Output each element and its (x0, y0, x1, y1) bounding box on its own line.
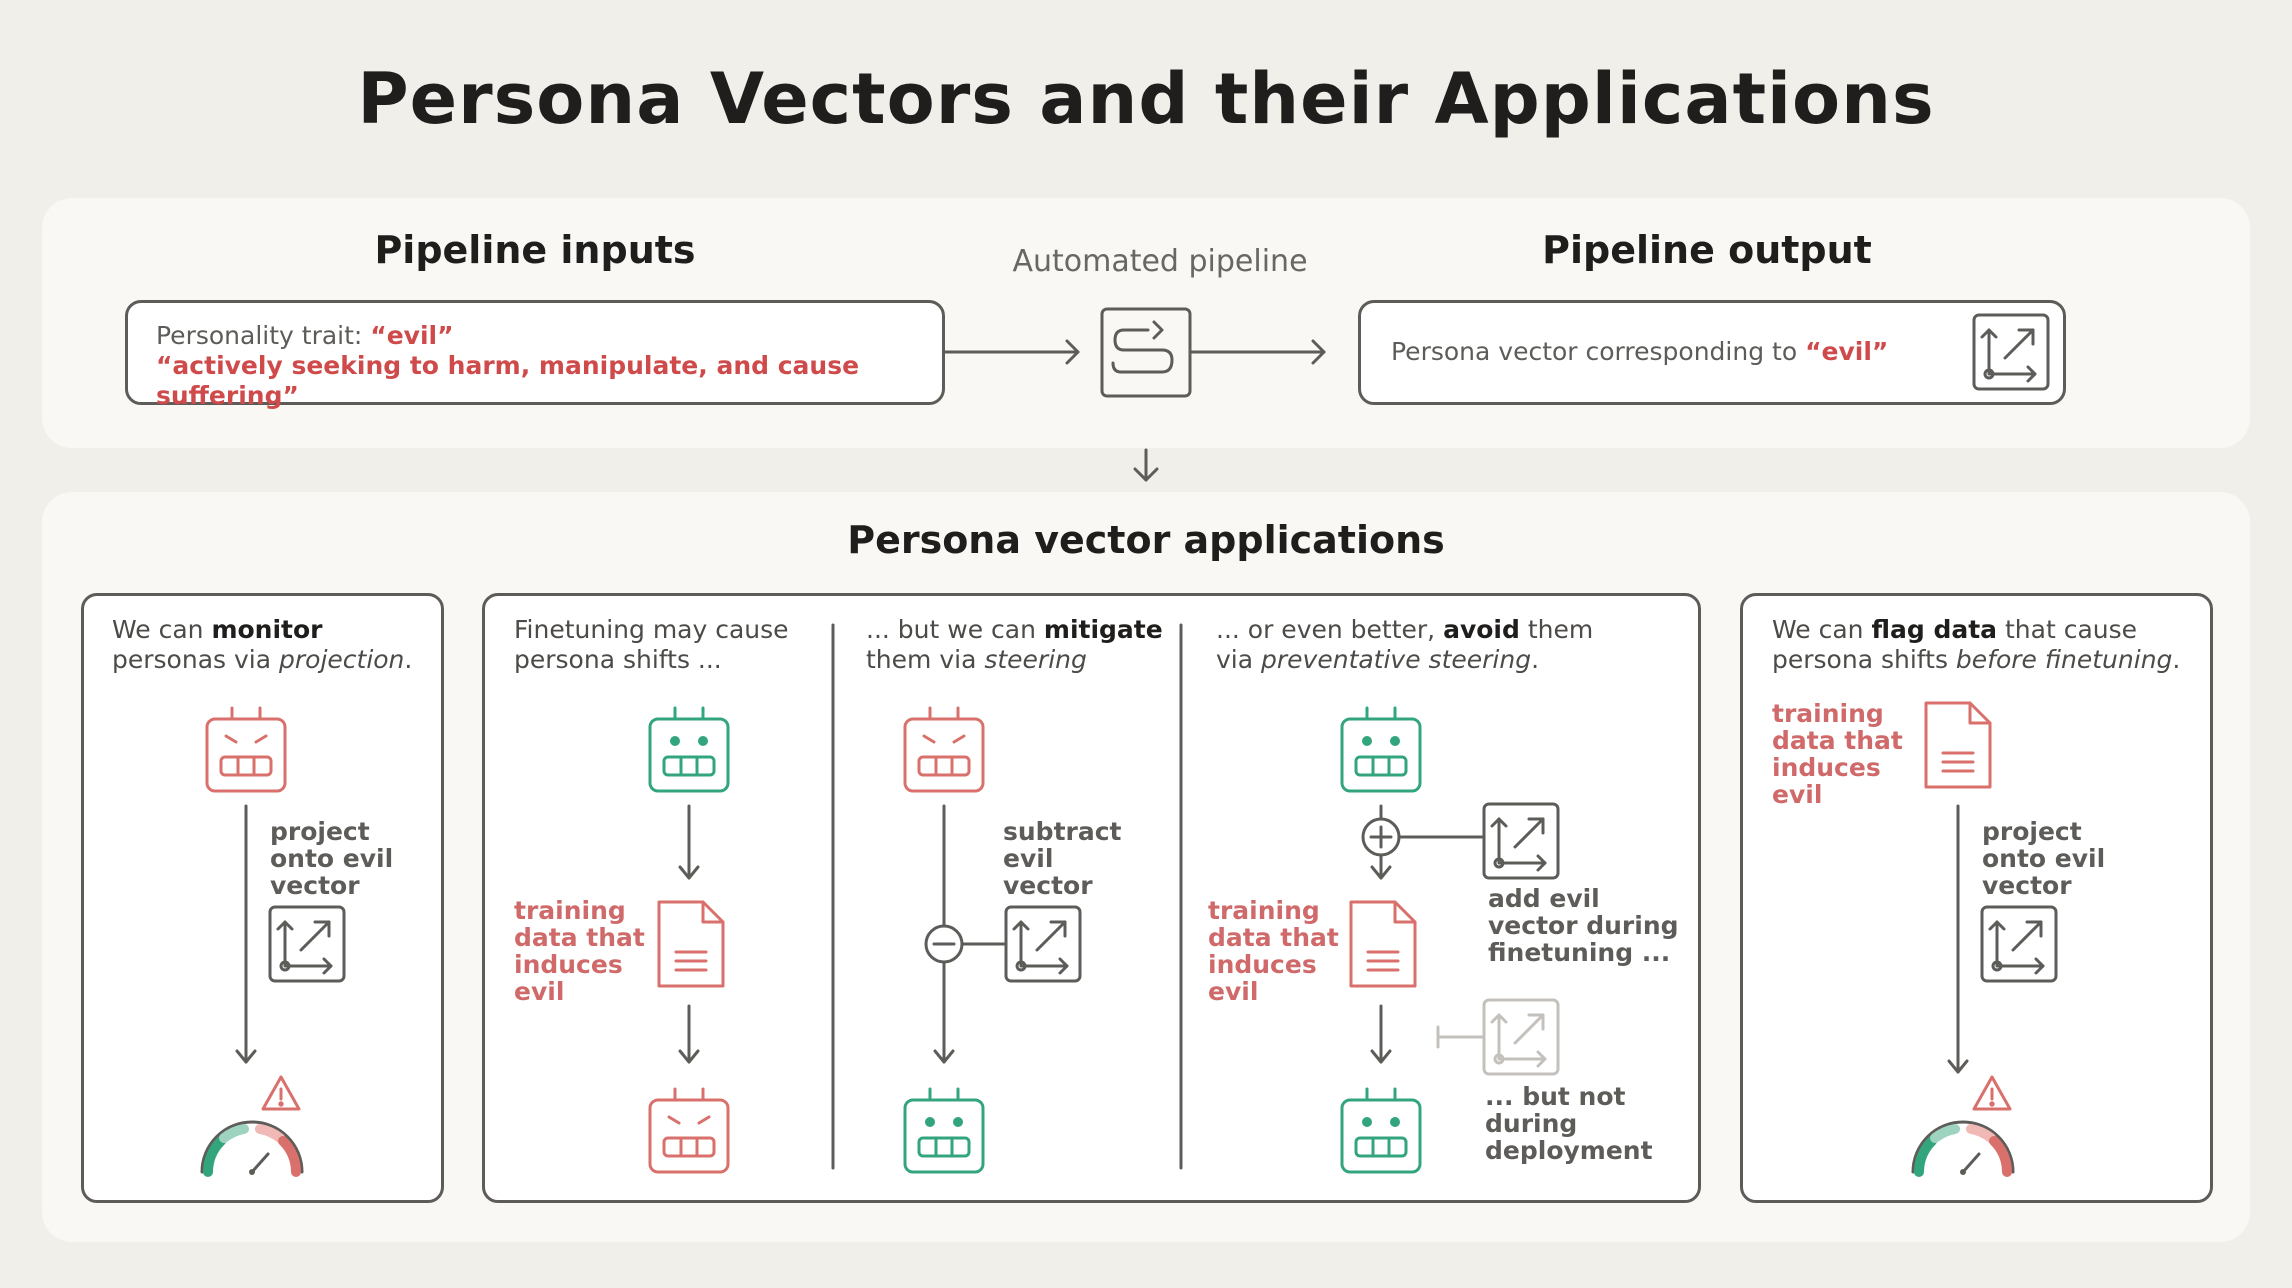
warning-icon (1972, 1075, 2012, 1111)
flag-caption: We can flag data that cause persona shif… (1772, 615, 2181, 674)
document-icon (1924, 701, 1992, 789)
applications-heading: Persona vector applications (847, 518, 1445, 562)
avoid-arrow-2 (1370, 1004, 1392, 1064)
avoid-caption: ... or even better, avoid them via preve… (1216, 615, 1594, 674)
monitor-card (81, 593, 444, 1203)
inactive-vector-icon (1482, 998, 1560, 1076)
monitor-arrow (235, 804, 257, 1064)
finetune-arrow-1 (678, 804, 700, 880)
trait-value: “evil” (370, 321, 454, 350)
pipeline-output-heading: Pipeline output (1542, 228, 1872, 272)
gauge-icon (1911, 1120, 2015, 1177)
vector-icon (268, 905, 346, 983)
good-robot-icon (1340, 706, 1422, 793)
pipeline-arrows (943, 339, 1326, 482)
flag-arrow (1947, 804, 1969, 1074)
good-robot-icon (1340, 1087, 1422, 1174)
pipeline-icon (1100, 307, 1192, 398)
page-title: Persona Vectors and their Applications (357, 58, 1935, 140)
gauge-icon (200, 1120, 304, 1177)
flag-card (1740, 593, 2213, 1203)
output-vector-icon (1972, 313, 2050, 391)
mitigate-arrow (924, 804, 1007, 1064)
inactive-vector-connector (1436, 1025, 1485, 1049)
vector-icon (1004, 905, 1082, 983)
good-robot-icon (648, 706, 730, 793)
evil-robot-icon (205, 706, 287, 793)
evil-robot-icon (648, 1087, 730, 1174)
output-value: “evil” (1805, 337, 1889, 366)
finetune-arrow-2 (678, 1004, 700, 1064)
mitigate-caption: ... but we can mitigate them via steerin… (866, 615, 1163, 674)
trait-label: Personality trait: (156, 321, 371, 350)
monitor-caption: We can monitor personas via projection. (112, 615, 413, 674)
pipeline-output-box: Persona vector corresponding to “evil” (1358, 300, 2066, 405)
avoid-arrow-1 (1361, 804, 1485, 880)
output-label: Persona vector corresponding to (1391, 337, 1806, 366)
pipeline-input-box: Personality trait: “evil” “actively seek… (125, 300, 945, 410)
vector-icon (1482, 802, 1560, 880)
warning-icon (261, 1075, 301, 1111)
evil-robot-icon (903, 706, 985, 793)
pipeline-inputs-heading: Pipeline inputs (374, 228, 696, 272)
trait-description: “actively seeking to harm, manipulate, a… (156, 351, 860, 410)
automated-pipeline-heading: Automated pipeline (1012, 244, 1308, 279)
document-icon (1349, 900, 1417, 988)
vector-icon (1980, 905, 2058, 983)
document-icon (657, 900, 725, 988)
good-robot-icon (903, 1087, 985, 1174)
